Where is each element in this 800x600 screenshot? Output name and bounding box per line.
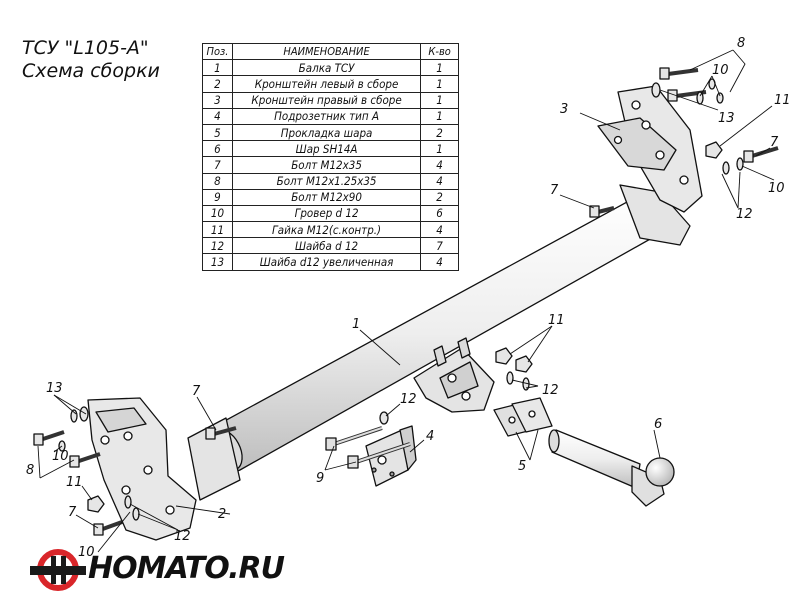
callout-7: 7 <box>550 183 559 198</box>
callout-5: 5 <box>518 459 526 474</box>
callout-13: 13 <box>718 111 735 126</box>
callout-9: 9 <box>316 471 324 486</box>
callout-11: 11 <box>774 93 791 108</box>
cell-name: Кронштейн левый в сборе <box>231 75 422 93</box>
callout-2: 2 <box>218 507 226 522</box>
left-bracket <box>87 397 197 541</box>
cell-qty: 4 <box>420 253 459 271</box>
long-bolts <box>325 426 411 469</box>
callout-12: 12 <box>400 392 417 407</box>
cell-name: Кронштейн правый в сборе <box>231 91 422 109</box>
callout-12: 12 <box>736 207 753 222</box>
ball-mount-plate <box>413 337 495 413</box>
callout-7: 7 <box>770 135 779 150</box>
callout-7: 7 <box>68 505 77 520</box>
leader-lines <box>37 49 775 553</box>
right-bracket <box>597 85 703 213</box>
diagram-subtitle: Схема сборки <box>22 60 160 82</box>
callout-10: 10 <box>52 449 69 464</box>
tow-beam <box>187 184 691 501</box>
callout-1: 1 <box>352 317 360 332</box>
cell-name: Болт М12х35 <box>231 156 422 174</box>
callout-11: 11 <box>548 313 565 328</box>
callout-13: 13 <box>46 381 63 396</box>
callout-8: 8 <box>26 463 34 478</box>
brand-logo <box>30 549 86 591</box>
callout-7: 7 <box>192 384 201 399</box>
socket-bracket <box>365 425 417 487</box>
callout-12: 12 <box>542 383 559 398</box>
callout-10: 10 <box>768 181 785 196</box>
tow-ball <box>548 429 675 507</box>
callout-12: 12 <box>174 529 191 544</box>
cell-qty: 7 <box>420 237 459 255</box>
callout-10: 10 <box>78 545 95 560</box>
cell-name: Шайба d 12 <box>231 237 422 255</box>
callout-8: 8 <box>737 36 745 51</box>
cell-pos: 13 <box>202 253 233 271</box>
callout-10: 10 <box>712 63 729 78</box>
cell-pos: 12 <box>202 237 233 255</box>
callout-4: 4 <box>426 429 434 444</box>
callout-11: 11 <box>66 475 83 490</box>
cell-name: Шайба d12 увеличенная <box>231 253 422 271</box>
cell-name: Болт М12х1.25х35 <box>231 172 422 190</box>
callout-3: 3 <box>560 102 568 117</box>
brand-name: HOMATO.RU <box>88 551 285 586</box>
diagram-title: ТСУ "L105-А" <box>22 37 149 59</box>
callout-labels: 8 10 13 3 11 7 10 12 7 1 11 12 13 10 8 7… <box>26 36 791 560</box>
ball-spacers <box>493 397 553 437</box>
callout-6: 6 <box>654 417 662 432</box>
